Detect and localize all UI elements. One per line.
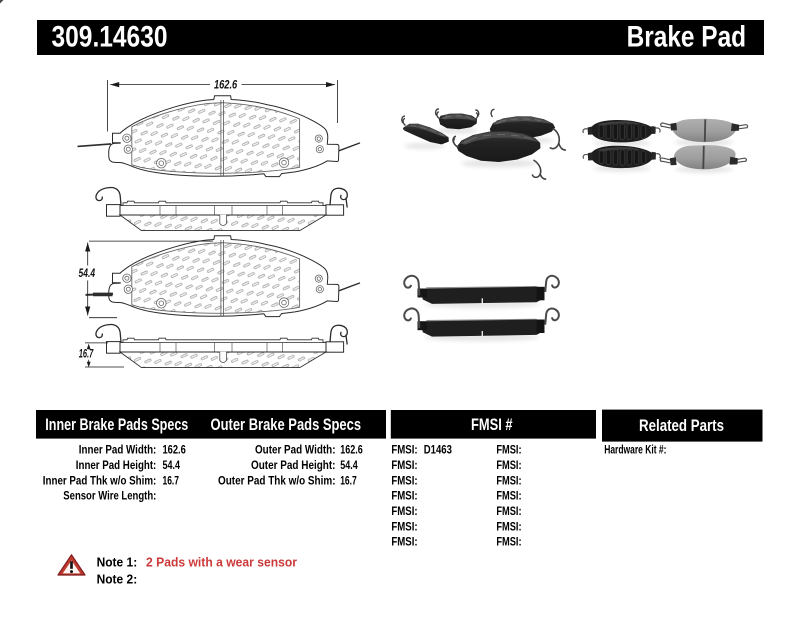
svg-text:16.7: 16.7: [340, 473, 357, 487]
svg-text:FMSI #: FMSI #: [471, 415, 513, 434]
svg-text:FMSI:: FMSI:: [391, 535, 417, 549]
svg-text:Inner Pad Height:: Inner Pad Height:: [76, 458, 157, 472]
svg-text:Outer Pad Width:: Outer Pad Width:: [255, 443, 336, 457]
svg-text:FMSI:: FMSI:: [496, 504, 521, 518]
svg-text:Note 2:: Note 2:: [97, 573, 138, 587]
svg-text:Related Parts: Related Parts: [639, 416, 724, 435]
svg-text:FMSI:: FMSI:: [391, 489, 417, 503]
svg-text:FMSI:: FMSI:: [496, 473, 521, 487]
svg-text:Inner Brake Pads Specs: Inner Brake Pads Specs: [45, 415, 188, 434]
svg-text:FMSI:: FMSI:: [496, 519, 521, 533]
svg-text:FMSI:: FMSI:: [391, 443, 417, 457]
svg-text:D1463: D1463: [424, 443, 452, 457]
svg-text:309.14630: 309.14630: [52, 20, 168, 53]
svg-text:FMSI:: FMSI:: [391, 458, 417, 472]
svg-text:Brake Pad: Brake Pad: [627, 20, 747, 53]
svg-text:FMSI:: FMSI:: [496, 443, 521, 457]
svg-text:FMSI:: FMSI:: [391, 504, 417, 518]
svg-text:16.7: 16.7: [79, 347, 94, 360]
svg-text:FMSI:: FMSI:: [391, 519, 417, 533]
svg-text:FMSI:: FMSI:: [496, 535, 521, 549]
svg-text:Outer Pad Height:: Outer Pad Height:: [251, 458, 336, 472]
svg-text:Hardware Kit #:: Hardware Kit #:: [604, 443, 666, 457]
svg-text:16.7: 16.7: [163, 473, 180, 487]
svg-text:Sensor Wire Length:: Sensor Wire Length:: [63, 489, 156, 503]
svg-text:54.4: 54.4: [340, 458, 358, 472]
svg-text:Inner Pad Width:: Inner Pad Width:: [79, 443, 157, 457]
svg-text:162.6: 162.6: [163, 443, 187, 457]
svg-text:Outer Brake Pads Specs: Outer Brake Pads Specs: [211, 415, 362, 434]
svg-text:54.4: 54.4: [79, 267, 96, 280]
svg-text:54.4: 54.4: [163, 458, 181, 472]
svg-text:FMSI:: FMSI:: [391, 473, 417, 487]
svg-text:162.6: 162.6: [340, 443, 363, 457]
svg-text:Outer Pad Thk w/o Shim:: Outer Pad Thk w/o Shim:: [218, 473, 336, 487]
svg-text:Note 1:: Note 1:: [97, 555, 138, 569]
svg-text:FMSI:: FMSI:: [496, 489, 521, 503]
svg-text:Inner Pad Thk w/o Shim:: Inner Pad Thk w/o Shim:: [43, 473, 157, 487]
svg-text:162.6: 162.6: [214, 78, 238, 91]
svg-text:FMSI:: FMSI:: [496, 458, 521, 472]
svg-text:2 Pads with a wear sensor: 2 Pads with a wear sensor: [146, 555, 297, 569]
